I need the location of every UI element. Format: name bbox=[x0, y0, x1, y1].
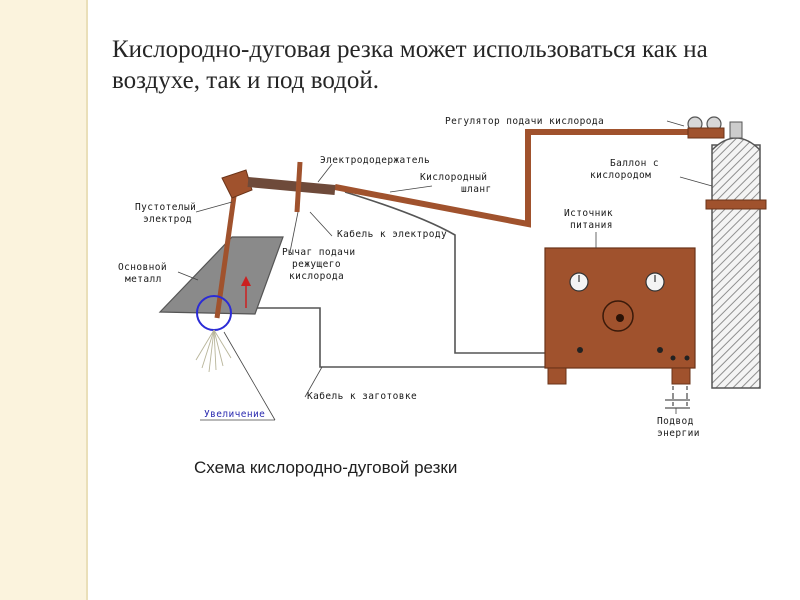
label-energy-supply-1: Подвод bbox=[657, 416, 694, 427]
label-magnification: Увеличение bbox=[204, 409, 265, 420]
label-power-source-1: Источник bbox=[564, 208, 613, 219]
oxygen-lever bbox=[294, 161, 303, 213]
power-source bbox=[544, 247, 696, 369]
diagram-caption: Схема кислородно-дуговой резки bbox=[194, 458, 458, 477]
label-oxygen-hose-1: Кислородный bbox=[420, 172, 487, 183]
label-cylinder-2: кислородом bbox=[590, 170, 651, 181]
label-electrode-holder: Электрододержатель bbox=[320, 155, 430, 166]
sidebar-edge bbox=[86, 0, 88, 600]
label-energy-supply-2: энергии bbox=[657, 428, 700, 439]
label-hollow-electrode-1: Пустотелый bbox=[135, 202, 196, 213]
oxygen-regulator bbox=[687, 127, 725, 139]
oxygen-arc-cutting-diagram: Регулятор подачи кислорода Электрододерж… bbox=[118, 116, 767, 439]
holder-head bbox=[221, 169, 253, 199]
label-cable-electrode: Кабель к электроду bbox=[337, 229, 447, 240]
label-cable-workpiece: Кабель к заготовке bbox=[307, 391, 417, 402]
oxygen-cylinder bbox=[711, 144, 761, 389]
label-lever-1: Рычаг подачи bbox=[282, 247, 355, 258]
label-base-metal-1: Основной bbox=[118, 262, 167, 273]
hollow-electrode bbox=[214, 181, 239, 319]
terminal-left bbox=[577, 347, 583, 353]
cutting-spray bbox=[195, 329, 232, 373]
label-cylinder-1: Баллон с bbox=[610, 158, 659, 169]
label-base-metal-2: металл bbox=[125, 274, 162, 285]
slide-sidebar bbox=[0, 0, 88, 600]
power-source-leg-right bbox=[671, 367, 691, 385]
cylinder-clamp bbox=[705, 199, 767, 210]
label-power-source-2: питания bbox=[570, 220, 613, 231]
slide-title: Кислородно-дуговая резка может использов… bbox=[112, 36, 708, 94]
cylinder-valve bbox=[729, 121, 743, 139]
label-hollow-electrode-2: электрод bbox=[143, 214, 192, 225]
oxygen-hose bbox=[334, 129, 690, 228]
label-lever-3: кислорода bbox=[289, 271, 344, 282]
power-knob bbox=[602, 300, 634, 332]
energy-supply-lines bbox=[665, 399, 690, 409]
power-source-leg-left bbox=[547, 367, 567, 385]
terminal-right bbox=[657, 347, 663, 353]
cylinder-top bbox=[711, 137, 761, 151]
label-oxygen-hose-2: шланг bbox=[461, 184, 492, 195]
leader-lines bbox=[177, 120, 713, 421]
electrode-holder-body bbox=[247, 177, 336, 195]
label-oxygen-regulator: Регулятор подачи кислорода bbox=[445, 116, 604, 127]
electrode-cable bbox=[344, 191, 580, 354]
label-lever-2: режущего bbox=[292, 259, 341, 270]
